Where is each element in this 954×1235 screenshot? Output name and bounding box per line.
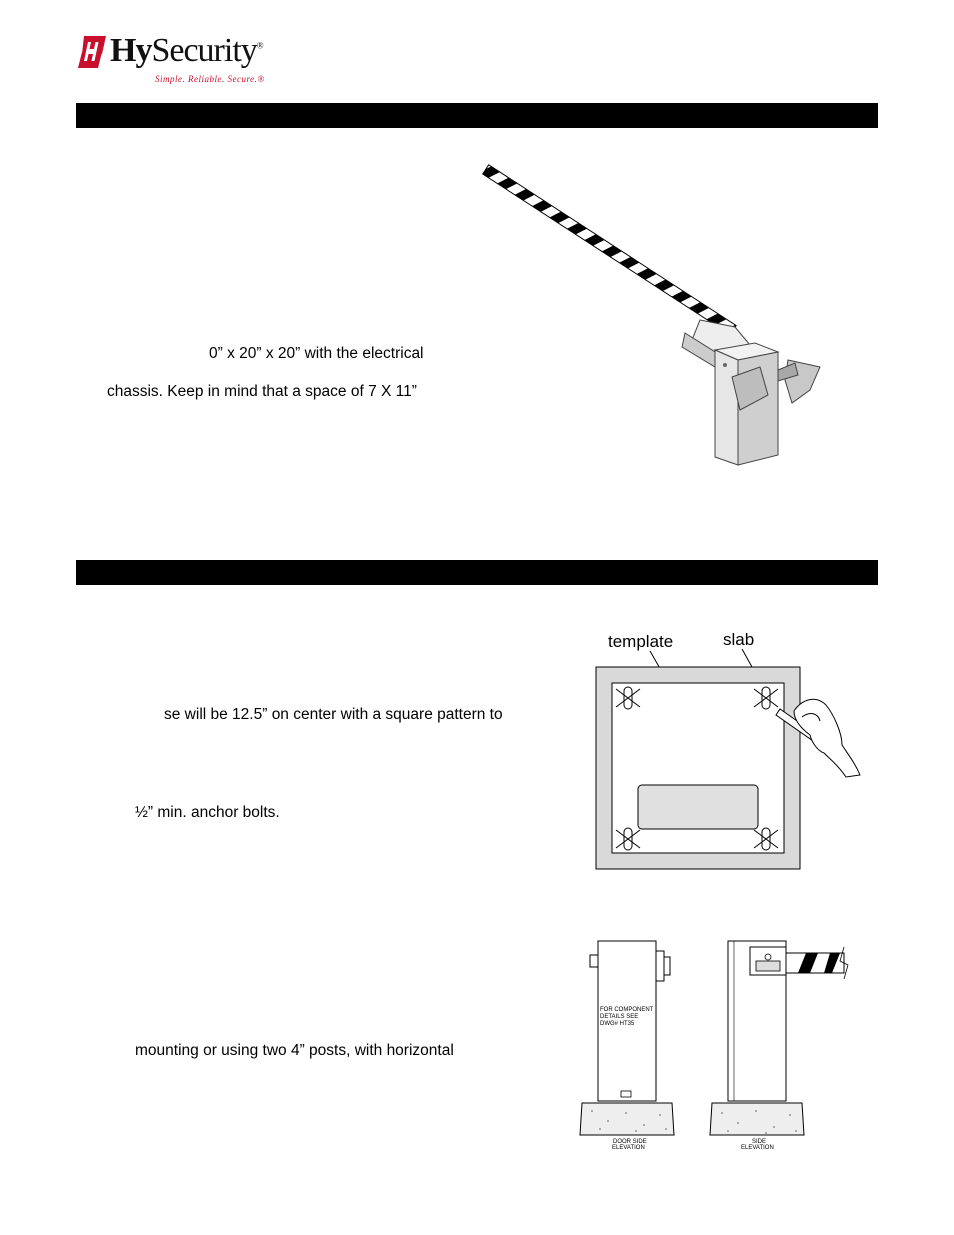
- elevation-figure: FOR COMPONENT DETAILS SEE DWG# HT35 DOOR…: [579, 940, 849, 1151]
- door-side-foundation: [579, 1102, 675, 1136]
- svg-text:DOOR SIDE: DOOR SIDE: [613, 1139, 647, 1145]
- hand-marker-icon: [775, 698, 861, 778]
- svg-text:DWG# HT35: DWG# HT35: [600, 1021, 635, 1027]
- conduit-cutout: [637, 784, 759, 830]
- svg-text:ELEVATION: ELEVATION: [741, 1145, 774, 1151]
- section-header-bar-1: [76, 103, 878, 128]
- section2-line-posts: mounting or using two 4” posts, with hor…: [135, 1042, 454, 1059]
- brand-tagline: Simple. Reliable. Secure.®: [155, 74, 265, 84]
- side-foundation: [709, 1102, 805, 1136]
- door-side-housing: [597, 940, 657, 1102]
- hysecurity-logo: HySecurity® Simple. Reliable. Secure.®: [78, 30, 298, 90]
- svg-text:DETAILS SEE: DETAILS SEE: [600, 1014, 638, 1020]
- section1-line-space: chassis. Keep in mind that a space of 7 …: [107, 383, 417, 400]
- section2-line-anchor: ½” min. anchor bolts.: [135, 804, 280, 821]
- section2-line-pattern: se will be 12.5” on center with a square…: [164, 706, 503, 723]
- hysecurity-mark-icon: [78, 36, 106, 68]
- svg-text:ELEVATION: ELEVATION: [612, 1145, 645, 1151]
- svg-text:FOR COMPONENT: FOR COMPONENT: [600, 1007, 654, 1013]
- barrier-arm-illustration: [482, 164, 821, 466]
- label-template: template: [608, 632, 673, 651]
- brand-name: HySecurity®: [110, 32, 264, 69]
- section-header-bar-2: [76, 560, 878, 585]
- section1-line-dimensions: 0” x 20” x 20” with the electrical: [209, 345, 424, 362]
- template-slab-figure: template slab: [595, 630, 861, 870]
- svg-text:SIDE: SIDE: [752, 1139, 766, 1145]
- label-slab: slab: [723, 630, 754, 649]
